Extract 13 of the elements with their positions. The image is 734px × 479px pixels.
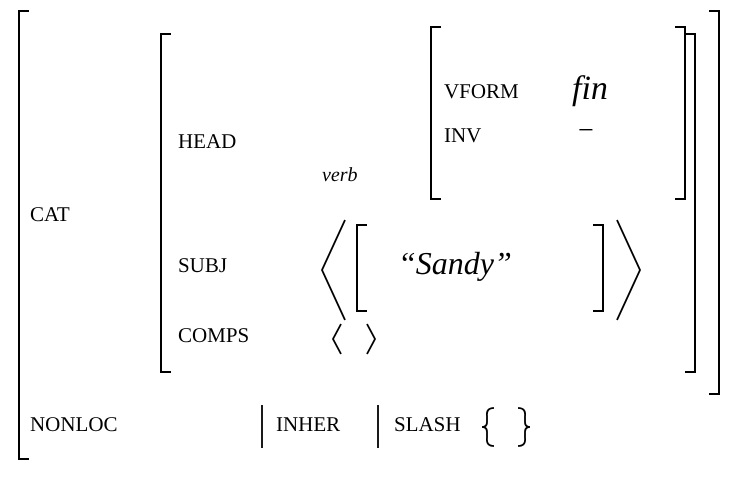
- type-label: verb: [322, 164, 358, 186]
- feature-name: VFORM: [444, 80, 519, 104]
- feature-name: CAT: [30, 203, 70, 226]
- feature-name: SLASH: [394, 413, 461, 436]
- feature-name: NONLOC: [30, 413, 118, 436]
- feature-name: INV: [444, 124, 482, 148]
- feature-name: SUBJ: [178, 254, 228, 278]
- feature-value: −: [578, 116, 594, 147]
- subject-value: “Sandy”: [398, 246, 512, 282]
- feature-value: fin: [572, 70, 608, 108]
- feature-name: COMPS: [178, 324, 250, 348]
- feature-name: HEAD: [178, 130, 236, 154]
- feature-name: INHER: [276, 413, 340, 436]
